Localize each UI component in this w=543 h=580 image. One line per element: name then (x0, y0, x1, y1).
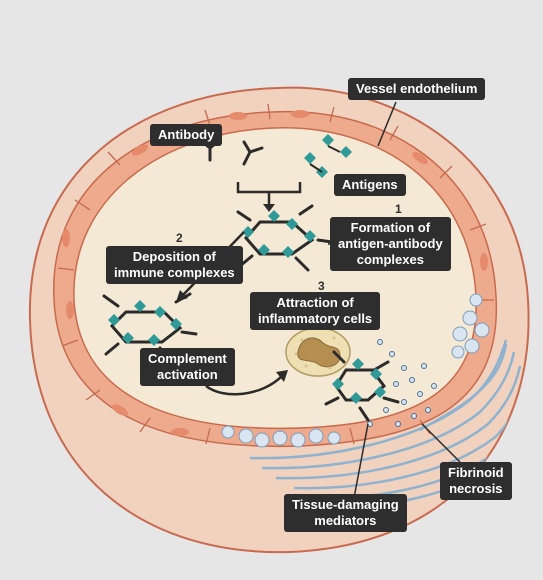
inflammatory-cell-icon (285, 327, 351, 377)
tissue-damaging-label: Tissue-damaging mediators (284, 494, 407, 532)
deposition-label-line1: Deposition of (132, 249, 216, 264)
antigens-label: Antigens (334, 174, 406, 196)
complement-label: Complement activation (140, 348, 235, 386)
antibody-label: Antibody (150, 124, 223, 146)
deposition-label: Deposition of immune complexes (106, 246, 243, 284)
mediator-granule-icon (367, 339, 437, 427)
infiltrating-inflammatory-cells (221, 293, 490, 448)
step-3-number: 3 (318, 279, 325, 293)
complement-label-line1: Complement (148, 351, 227, 366)
step-1-number: 1 (395, 202, 402, 216)
attraction-label: Attraction of inflammatory cells (250, 292, 381, 330)
antigen-linker-lines (309, 145, 341, 173)
deposition-label-line2: immune complexes (114, 265, 235, 280)
deposition-arrow-head (176, 290, 188, 302)
attraction-label-line1: Attraction of (276, 295, 354, 310)
complement-activation-arrow (205, 375, 283, 396)
fibrinoid-necrosis-label: Fibrinoid necrosis (440, 462, 512, 500)
endothelial-nuclei (62, 110, 488, 436)
formation-arrow-head (263, 204, 275, 212)
complement-arrow-head (276, 370, 288, 382)
immune-complex-with-mediators-icon (324, 350, 400, 422)
complement-label-line2: activation (157, 367, 218, 382)
attraction-label-line2: inflammatory cells (258, 311, 373, 326)
formation-label: Formation of antigen-antibody complexes (330, 217, 451, 271)
fibrinoid-label-line2: necrosis (449, 481, 503, 496)
formation-label-line3: complexes (356, 252, 424, 267)
tissue-label-line2: mediators (314, 513, 377, 528)
formation-bracket (236, 182, 302, 206)
formation-label-line2: antigen-antibody (338, 236, 443, 251)
immune-complex-icon (236, 204, 334, 272)
tissue-label-line1: Tissue-damaging (292, 497, 399, 512)
formation-label-line1: Formation of (350, 220, 431, 235)
vessel-endothelium-label: Vessel endothelium (348, 78, 486, 100)
fibrinoid-label-line1: Fibrinoid (448, 465, 504, 480)
step-2-number: 2 (176, 231, 183, 245)
